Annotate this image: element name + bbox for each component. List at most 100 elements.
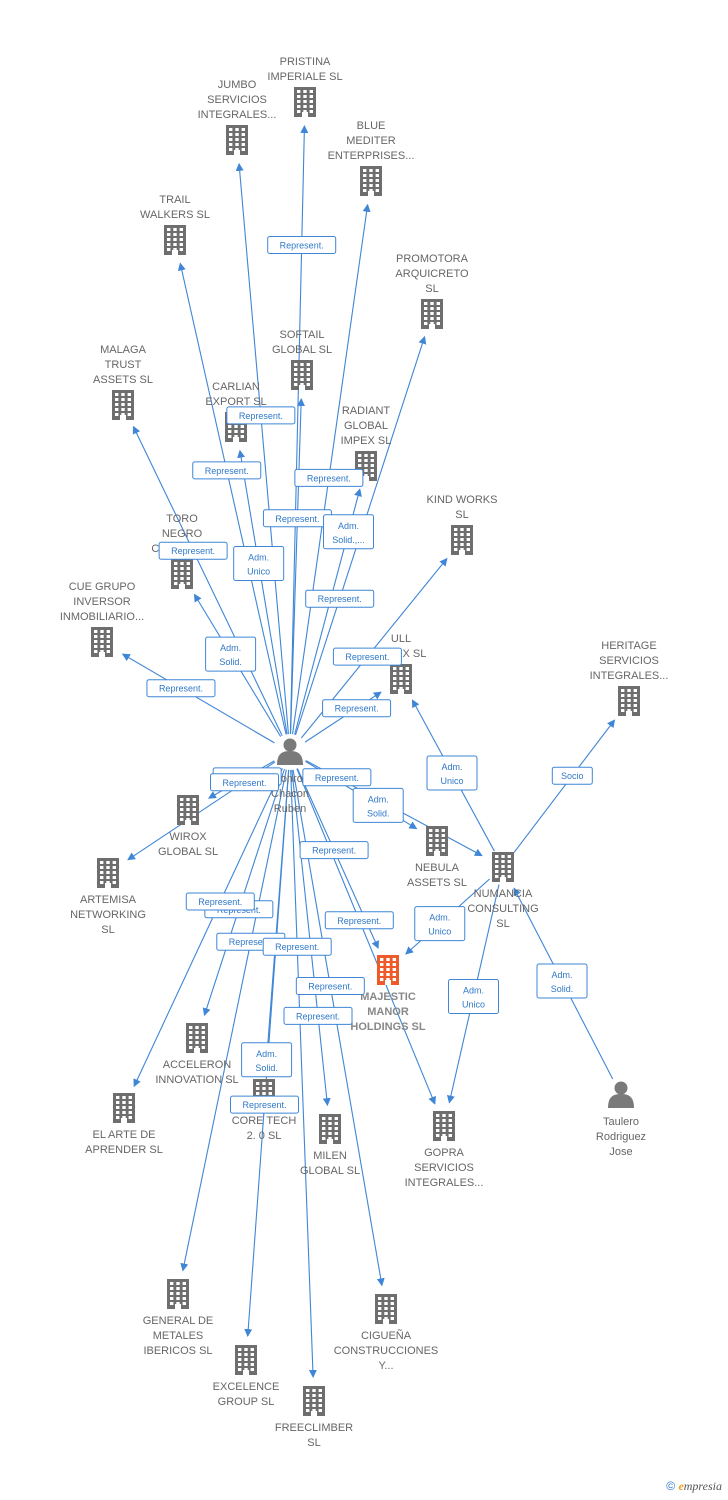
relation-label[interactable]: Represent. — [262, 937, 332, 956]
node-label: RADIANT — [342, 405, 391, 417]
ull-impex-node[interactable]: ULLIMPEX SL — [376, 633, 427, 694]
node-label: Chacon — [271, 788, 309, 800]
relation-label[interactable]: Represent. — [226, 406, 296, 425]
relation-edge — [132, 425, 283, 737]
relation-label[interactable]: Represent. — [299, 841, 369, 860]
node-label: TORO — [166, 513, 198, 525]
node-label: INTEGRALES... — [405, 1177, 484, 1189]
building-icon — [97, 858, 119, 888]
building-icon — [377, 955, 399, 985]
node-label: EXPORT SL — [205, 396, 266, 408]
freeclimber-node[interactable]: FREECLIMBER SL — [275, 1386, 353, 1449]
relation-label[interactable]: Represent. — [283, 1006, 353, 1025]
node-label: TRAIL — [159, 194, 190, 206]
node-label: CARLIAN — [212, 381, 260, 393]
node-label: GLOBAL SL — [272, 344, 332, 356]
node-label: GENERAL DE — [143, 1315, 214, 1327]
relation-label[interactable]: Represent. — [210, 773, 279, 792]
node-label: SL — [101, 924, 114, 936]
person-icon — [277, 738, 303, 765]
blue-mediter-node[interactable]: BLUEMEDITERENTERPRISES... — [328, 120, 415, 196]
relation-label[interactable]: Represent. — [294, 468, 364, 487]
relation-label[interactable]: Represent. — [324, 911, 394, 930]
building-icon — [171, 559, 193, 589]
jumbo-node[interactable]: JUMBOSERVICIOSINTEGRALES... — [198, 79, 277, 155]
relation-label[interactable]: Adm.Solid. — [536, 963, 588, 999]
relation-label[interactable]: Adm.Unico — [414, 906, 466, 942]
node-label: METALES — [153, 1330, 204, 1342]
building-icon — [291, 360, 313, 390]
building-icon — [319, 1114, 341, 1144]
softail-node[interactable]: SOFTAIL GLOBAL SL — [272, 329, 332, 390]
relation-label[interactable]: Represent. — [332, 647, 402, 666]
relation-label-text: Represent. — [171, 546, 215, 556]
relation-label[interactable]: Represent. — [295, 976, 365, 995]
node-label: CORE TECH — [232, 1115, 297, 1127]
node-label: NETWORKING — [70, 909, 146, 921]
relation-label[interactable]: Socio — [551, 766, 593, 785]
relation-label[interactable]: Adm.Solid.,... — [323, 514, 375, 550]
node-label: CONSTRUCCIONES — [334, 1345, 439, 1357]
relation-label[interactable]: Adm.Unico — [426, 755, 478, 791]
relation-label[interactable]: Represent. — [267, 236, 337, 254]
gopra-node[interactable]: GOPRASERVICIOSINTEGRALES... — [405, 1111, 484, 1189]
relation-label[interactable]: Represent. — [158, 541, 228, 560]
node-label: FREECLIMBER — [275, 1422, 353, 1434]
relation-label[interactable]: Represent. — [322, 699, 392, 718]
relation-label[interactable]: Adm.Solid. — [352, 787, 404, 823]
relation-label[interactable]: Represent. — [262, 509, 332, 528]
cue-grupo-node[interactable]: CUE GRUPOINVERSORINMOBILIARIO... — [60, 581, 144, 657]
building-icon — [113, 1093, 135, 1123]
node-label: Rodriguez — [596, 1131, 646, 1143]
relation-label[interactable]: Represent. — [146, 679, 216, 698]
relation-label[interactable]: Represent. — [302, 768, 372, 787]
edge-labels-layer: Represent. Represent. Represent. Represent.… — [146, 236, 593, 1114]
node-label: Taulero — [603, 1116, 639, 1128]
node-label: MILEN — [313, 1150, 347, 1162]
general-metales-node[interactable]: GENERAL DE METALES IBERICOS SL — [143, 1279, 214, 1357]
building-icon — [451, 525, 473, 555]
footer-brand[interactable]: © empresia — [666, 1479, 722, 1494]
relation-label[interactable]: Adm.Solid. — [241, 1042, 293, 1078]
node-label: SL — [307, 1437, 320, 1449]
node-label: GLOBAL — [344, 420, 388, 432]
relation-label[interactable]: Represent. — [192, 461, 262, 480]
relation-label[interactable]: Adm.Unico — [448, 979, 499, 1014]
relation-label-text: Represent. — [239, 411, 283, 421]
node-label: SOFTAIL — [279, 329, 324, 341]
relation-label[interactable]: Adm.Solid. — [205, 636, 257, 672]
relation-label[interactable]: Adm.Unico — [233, 546, 285, 581]
node-label: ASSETS SL — [407, 877, 467, 889]
relation-label-text: Adm. — [248, 553, 269, 563]
ciguena-node[interactable]: CIGUEÑACONSTRUCCIONESY... — [334, 1294, 439, 1372]
node-label: EXCELENCE — [213, 1381, 280, 1393]
relation-label[interactable]: Represent. — [185, 892, 255, 911]
relation-label-text: Represent. — [307, 473, 351, 483]
relation-label[interactable]: Represent. — [229, 1095, 299, 1114]
node-label: IBERICOS SL — [143, 1345, 212, 1357]
person-icon — [608, 1081, 634, 1108]
relation-label-text: Adm. — [463, 986, 484, 996]
relation-label[interactable]: Represent. — [305, 589, 375, 608]
node-label: NEGRO — [162, 528, 203, 540]
heritage-node[interactable]: HERITAGESERVICIOSINTEGRALES... — [590, 640, 669, 716]
building-icon — [164, 225, 186, 255]
node-label: MAJESTIC — [360, 991, 416, 1003]
